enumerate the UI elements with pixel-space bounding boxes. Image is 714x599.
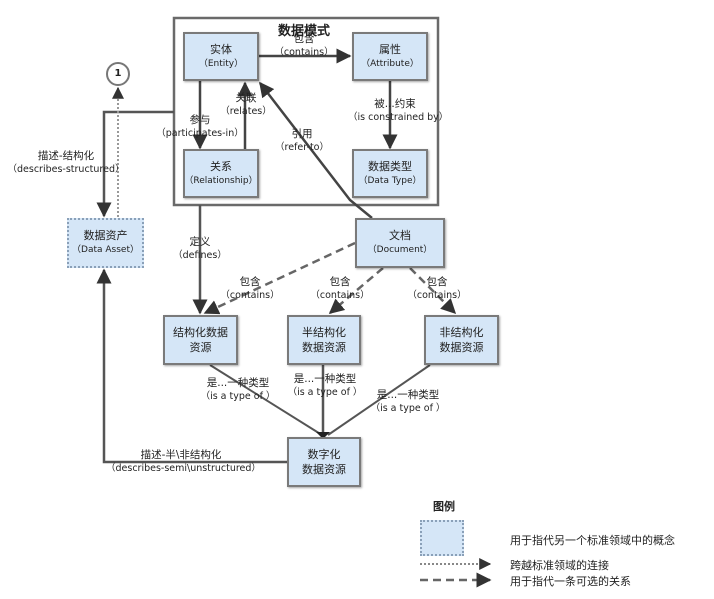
label-document-unstructured: 包含（contains） [407,276,467,301]
label-schema-structured: 定义（defines） [173,236,227,261]
node-entity-en: （Entity） [198,58,244,69]
node-attribute-en: （Attribute） [361,58,419,69]
edge-document-semi [328,267,384,314]
node-relationship-en: （Relationship） [184,175,258,186]
node-unstructured-zh: 非结构化 [439,326,484,339]
node-document-zh: 文档 [389,229,411,242]
node-entity[interactable]: 实体 （Entity） [183,32,259,81]
legend-item-optional: 用于指代一条可选的关系 [510,575,631,588]
edge-document-unstructured [409,267,457,315]
label-document-structured: 包含（contains） [220,276,280,301]
edge-digital-dataasset [96,268,287,464]
node-entity-zh: 实体 [210,42,232,56]
node-relationship[interactable]: 关系 （Relationship） [183,149,259,198]
label-unstructured-digital: 是...一种类型（is a type of ） [370,389,446,414]
node-data-type[interactable]: 数据类型 （Data Type） [352,149,428,198]
offpage-connector-label: 1 [114,68,122,79]
node-semi-structured-resource[interactable]: 半结构化 数据资源 [287,315,361,365]
node-data-asset-en: （Data Asset） [72,245,139,255]
label-digital-dataasset: 描述-半\非结构化（describes-semi\unstructured） [106,449,261,474]
legend-item-concept: 用于指代另一个标准领域中的概念 [510,534,675,547]
edge-document-structured [203,241,356,315]
legend-title: 图例 [433,500,455,513]
edge-structured-digital [209,364,323,436]
node-structured-resource[interactable]: 结构化数据 资源 [163,315,238,365]
label-entity-relationship: 参与（participates-in） [156,114,244,139]
offpage-connector-circle [106,62,130,86]
node-data-type-en: （Data Type） [358,175,422,186]
node-attribute[interactable]: 属性 （Attribute） [352,32,428,81]
node-unstructured-zh2: 数据资源 [439,341,484,354]
schema-group-title: 数据模式 [278,24,331,39]
label-document-entity: 引用（refer-to） [275,128,329,153]
label-relationship-entity: 关联（relates） [220,92,272,117]
edge-document-entity [259,81,373,219]
node-data-type-zh: 数据类型 [368,159,412,173]
node-relationship-zh: 关系 [210,159,232,173]
label-entity-attribute: 包含（contains） [274,33,334,58]
legend-item-cross-domain: 跨越标准领域的连接 [510,559,609,572]
node-data-asset[interactable]: 数据资产 （Data Asset） [67,218,144,268]
node-digital-resource[interactable]: 数字化 数据资源 [287,437,361,487]
node-semi-zh2: 数据资源 [302,341,346,354]
label-structured-digital: 是...一种类型（is a type of ） [200,377,276,402]
node-data-asset-zh: 数据资产 [83,229,128,242]
edge-digital-arrowhead [316,432,330,439]
node-semi-zh: 半结构化 [302,326,346,339]
label-document-semi: 包含（contains） [310,276,370,301]
node-document-en: （Document） [367,245,433,255]
edge-unstructured-digital [327,364,431,436]
legend-dotted-box [420,520,464,556]
label-semi-digital: 是...一种类型（is a type of ） [287,373,363,398]
node-digital-zh2: 数据资源 [302,463,346,476]
node-digital-zh: 数字化 [307,448,341,461]
node-structured-zh: 结构化数据 [173,326,228,339]
label-attribute-datatype: 被...约束（is constrained by） [348,98,449,123]
edge-schema-dataasset [96,110,174,218]
node-attribute-zh: 属性 [379,42,401,56]
node-structured-zh2: 资源 [189,341,212,354]
label-schema-dataasset: 描述-结构化（describes-structured） [7,150,125,175]
node-document[interactable]: 文档 （Document） [355,218,445,268]
node-unstructured-resource[interactable]: 非结构化 数据资源 [424,315,499,365]
